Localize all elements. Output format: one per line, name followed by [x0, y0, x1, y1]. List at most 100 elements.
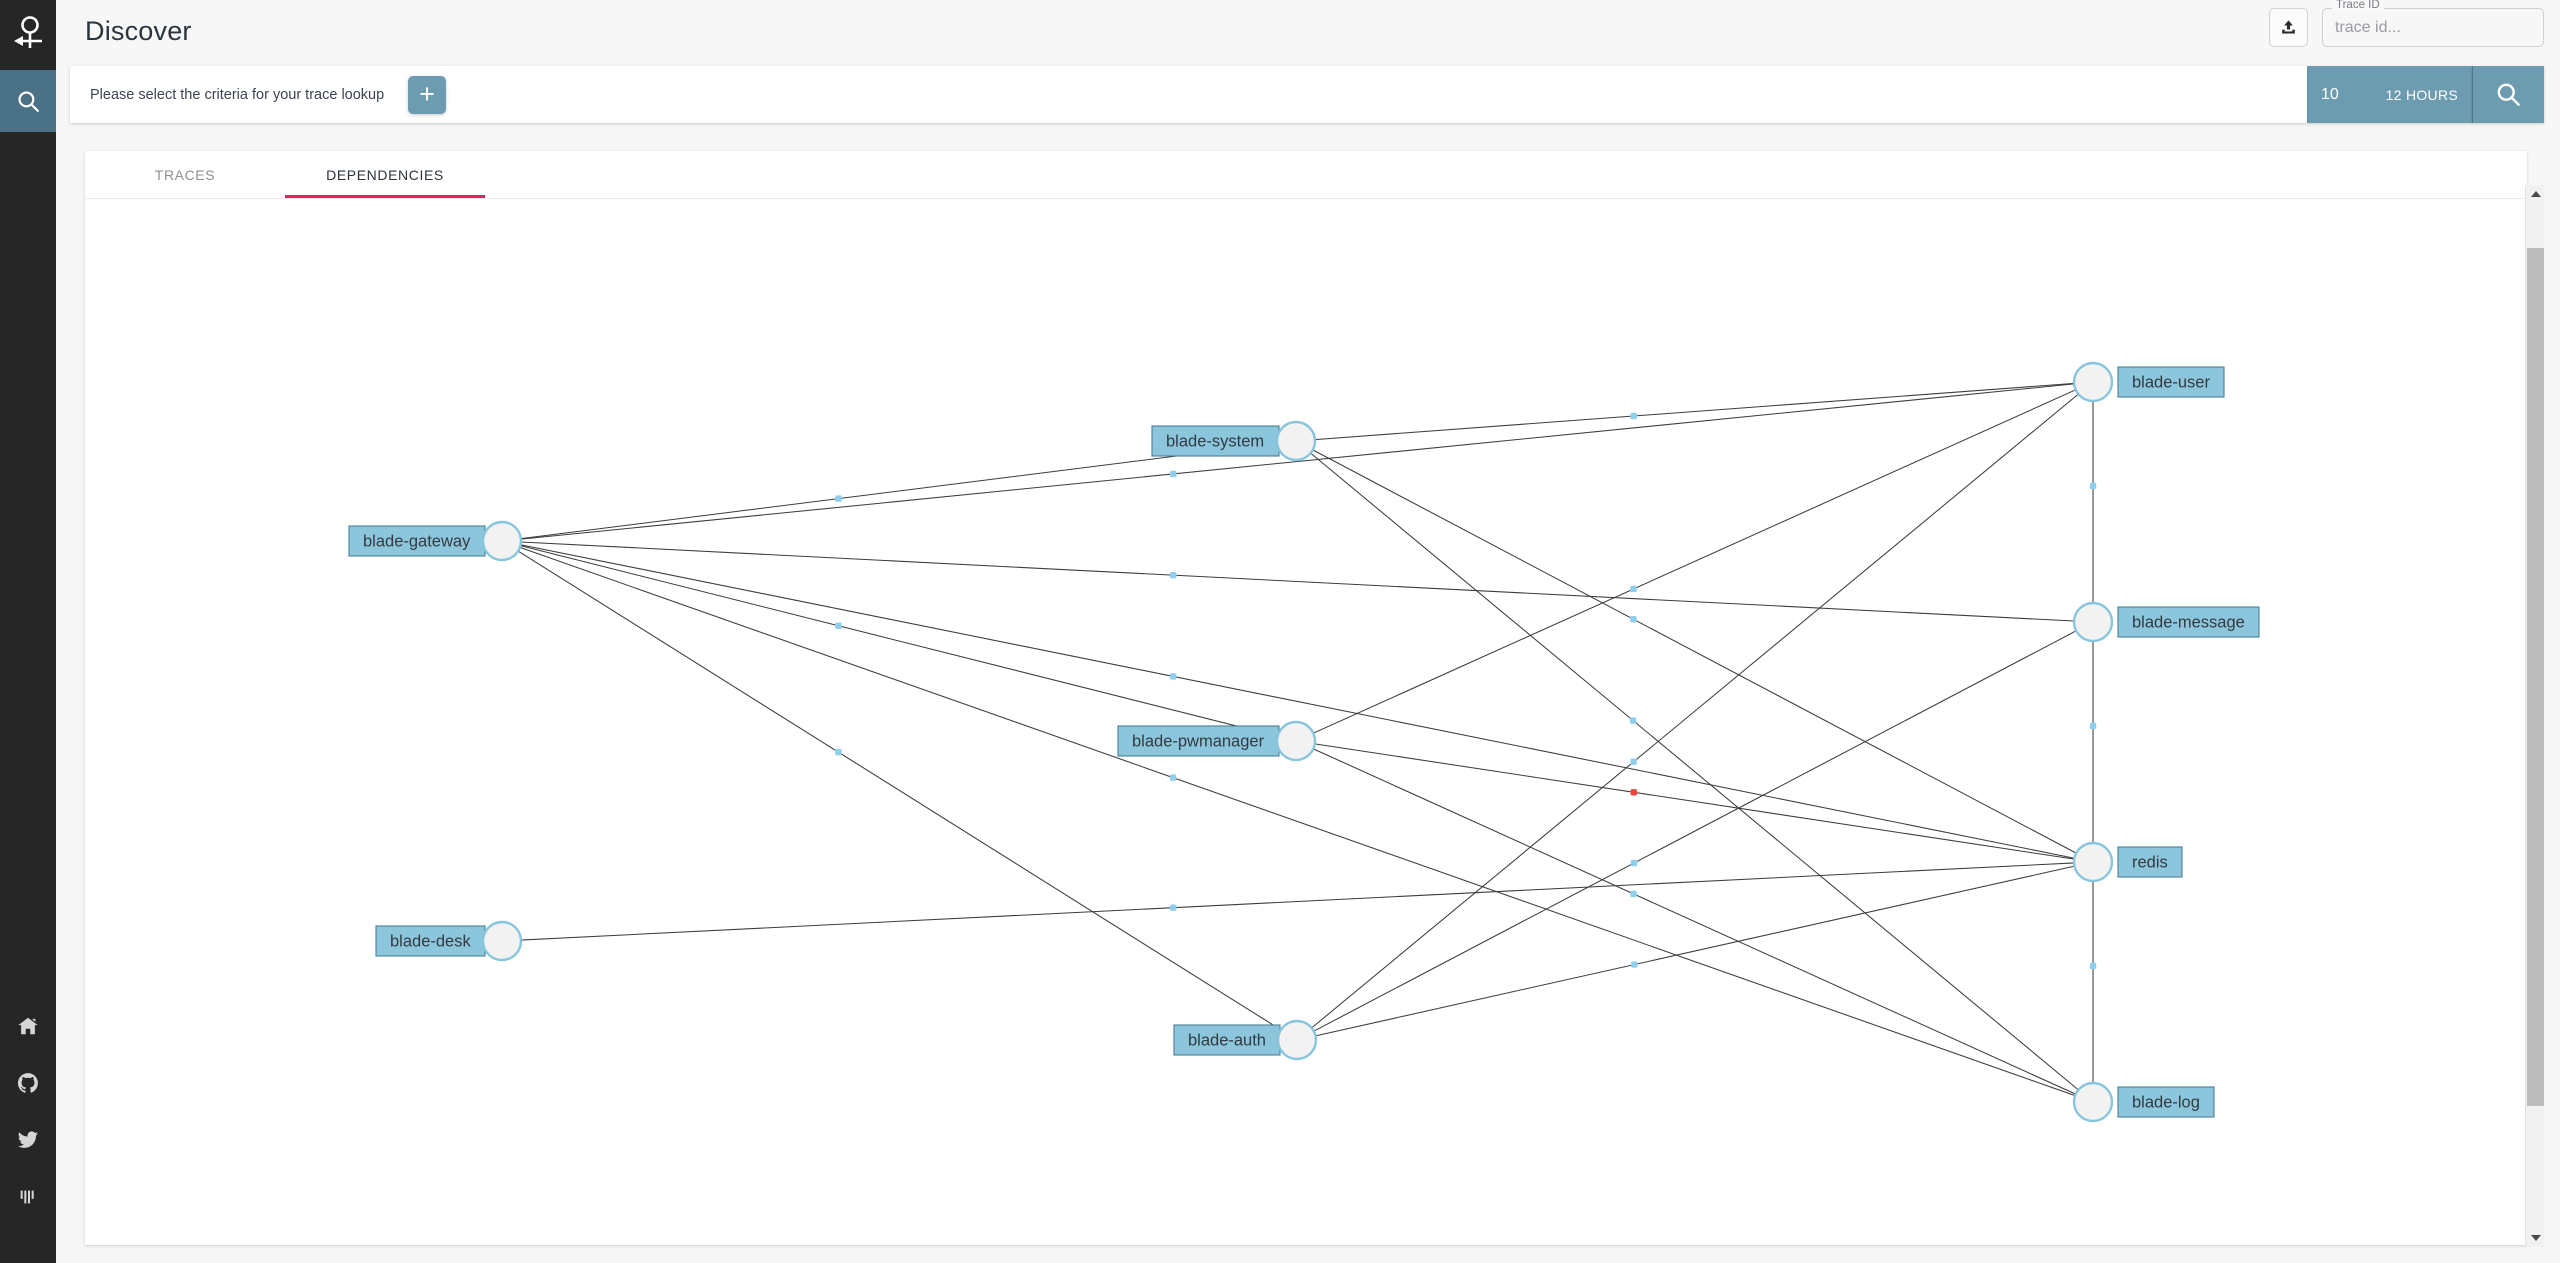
- graph-edge-blade-auth-to-blade-user[interactable]: [1311, 393, 2079, 1029]
- graph-edge-blade-system-to-redis[interactable]: [1312, 449, 2077, 854]
- graph-edge-blade-system-to-blade-log[interactable]: [1310, 452, 2079, 1091]
- edge-marker-ok: [1170, 673, 1177, 680]
- node-circle[interactable]: [2072, 601, 2114, 643]
- node-circle[interactable]: [1275, 720, 1317, 762]
- rail-item-github[interactable]: [0, 1054, 56, 1111]
- graph-edge-blade-auth-to-redis[interactable]: [1315, 865, 2075, 1037]
- node-label-box: [2117, 366, 2225, 398]
- graph-edge-blade-pwmanager-to-blade-user[interactable]: [1313, 389, 2076, 734]
- edge-marker-ok: [1630, 859, 1638, 867]
- chevron-up-icon: [2530, 191, 2541, 197]
- edge-marker-ok: [1629, 717, 1637, 724]
- lookback-button[interactable]: 10 12 HOURS: [2307, 66, 2472, 123]
- graph-node-blade-system[interactable]: blade-system: [1151, 420, 1317, 462]
- node-label-box: [348, 525, 486, 557]
- graph-edge-blade-gateway-to-blade-log[interactable]: [519, 546, 2076, 1097]
- edge-marker-ok: [1169, 774, 1177, 781]
- twitter-icon: [17, 1130, 39, 1148]
- node-label-box: [2117, 846, 2183, 878]
- node-label-text: blade-gateway: [363, 532, 471, 550]
- edge-marker-ok: [2089, 482, 2097, 490]
- search-icon: [2497, 83, 2520, 106]
- graph-nodes: blade-gateway blade-system blade-pwmanager…: [348, 361, 2260, 1123]
- trace-id-input[interactable]: [2322, 8, 2544, 47]
- node-label-text: blade-auth: [1188, 1031, 1266, 1049]
- search-icon: [17, 90, 39, 112]
- edge-marker-ok: [1631, 961, 1638, 968]
- graph-node-blade-message[interactable]: blade-message: [2072, 601, 2260, 643]
- page-title: Discover: [85, 16, 192, 46]
- graph-edge-markers: [835, 412, 2097, 970]
- graph-edge-blade-system-to-blade-user[interactable]: [1314, 382, 2075, 441]
- edge-marker-ok: [2089, 722, 2097, 730]
- vertical-scrollbar[interactable]: [2525, 185, 2544, 1247]
- scrollbar-thumb[interactable]: [2527, 248, 2544, 1106]
- node-label-box: [1173, 1024, 1281, 1056]
- edge-marker-ok: [1630, 585, 1637, 593]
- edge-marker-ok: [1630, 412, 1637, 420]
- graph-node-redis[interactable]: redis: [2072, 841, 2183, 883]
- tab-bar: TRACES DEPENDENCIES: [85, 151, 2527, 199]
- node-circle[interactable]: [1276, 1019, 1318, 1061]
- edge-marker-ok: [1630, 890, 1637, 898]
- edge-marker-ok: [835, 495, 842, 502]
- criteria-hint: Please select the criteria for your trac…: [90, 86, 385, 103]
- rail-item-twitter[interactable]: [0, 1111, 56, 1168]
- node-circle[interactable]: [2072, 361, 2114, 403]
- node-circle[interactable]: [481, 920, 523, 962]
- graph-edge-blade-gateway-to-blade-pwmanager[interactable]: [520, 545, 1278, 737]
- graph-edge-blade-pwmanager-to-blade-log[interactable]: [1313, 748, 2076, 1095]
- graph-edge-blade-gateway-to-redis[interactable]: [520, 544, 2075, 859]
- edge-marker-ok: [1170, 571, 1177, 579]
- edge-marker-ok: [1170, 470, 1177, 478]
- node-label-text: blade-pwmanager: [1132, 732, 1265, 750]
- dependency-graph-svg[interactable]: blade-gateway blade-system blade-pwmanager…: [85, 200, 2527, 1245]
- edge-marker-error: [1630, 789, 1637, 796]
- upload-trace-button[interactable]: [2269, 8, 2308, 47]
- zipkin-logo-icon[interactable]: [0, 0, 56, 70]
- graph-node-blade-user[interactable]: blade-user: [2072, 361, 2225, 403]
- node-circle[interactable]: [481, 520, 523, 562]
- graph-node-blade-pwmanager[interactable]: blade-pwmanager: [1117, 720, 1317, 762]
- graph-edge-blade-pwmanager-to-redis[interactable]: [1314, 743, 2075, 860]
- graph-node-blade-log[interactable]: blade-log: [2072, 1081, 2215, 1123]
- chevron-down-icon: [2530, 1235, 2541, 1241]
- graph-edge-blade-gateway-to-blade-auth[interactable]: [517, 550, 1282, 1031]
- graph-node-blade-desk[interactable]: blade-desk: [375, 920, 523, 962]
- tab-dependencies[interactable]: DEPENDENCIES: [285, 151, 485, 198]
- edge-marker-ok: [1630, 616, 1637, 623]
- tab-traces[interactable]: TRACES: [154, 166, 216, 183]
- criteria-input-box[interactable]: Please select the criteria for your trac…: [70, 66, 2307, 123]
- home-icon: [18, 1017, 38, 1034]
- node-circle[interactable]: [2072, 1081, 2114, 1123]
- node-label-box: [1117, 725, 1280, 757]
- left-rail: [0, 0, 56, 1263]
- node-circle[interactable]: [1275, 420, 1317, 462]
- node-label-box: [375, 925, 486, 957]
- run-search-button[interactable]: [2472, 66, 2544, 123]
- graph-node-blade-auth[interactable]: blade-auth: [1173, 1019, 1318, 1061]
- graph-edge-blade-desk-to-redis[interactable]: [520, 862, 2075, 941]
- graph-node-blade-gateway[interactable]: blade-gateway: [348, 520, 523, 562]
- graph-edge-blade-gateway-to-blade-system[interactable]: [520, 442, 1278, 540]
- rail-item-gitter[interactable]: [0, 1168, 56, 1225]
- graph-edge-blade-gateway-to-blade-message[interactable]: [520, 541, 2075, 622]
- rail-item-home[interactable]: [0, 997, 56, 1054]
- edge-marker-ok: [1630, 758, 1637, 765]
- node-label-box: [2117, 1086, 2215, 1118]
- scroll-up-button[interactable]: [2526, 185, 2545, 203]
- node-label-text: blade-user: [2132, 373, 2210, 391]
- trace-id-field-wrap: Trace ID: [2322, 0, 2544, 47]
- graph-edge-blade-gateway-to-blade-user[interactable]: [520, 383, 2075, 540]
- node-circle[interactable]: [2072, 841, 2114, 883]
- add-criterion-button[interactable]: +: [408, 75, 446, 114]
- graph-edge-blade-auth-to-blade-message[interactable]: [1313, 630, 2077, 1032]
- scroll-down-button[interactable]: [2526, 1229, 2545, 1247]
- dependency-graph-area[interactable]: blade-gateway blade-system blade-pwmanager…: [85, 200, 2527, 1245]
- edge-marker-ok: [835, 748, 842, 756]
- node-label-text: redis: [2132, 853, 2168, 871]
- rail-search-button[interactable]: [0, 70, 56, 132]
- graph-edges: [517, 382, 2094, 1097]
- edge-marker-ok: [2089, 962, 2097, 970]
